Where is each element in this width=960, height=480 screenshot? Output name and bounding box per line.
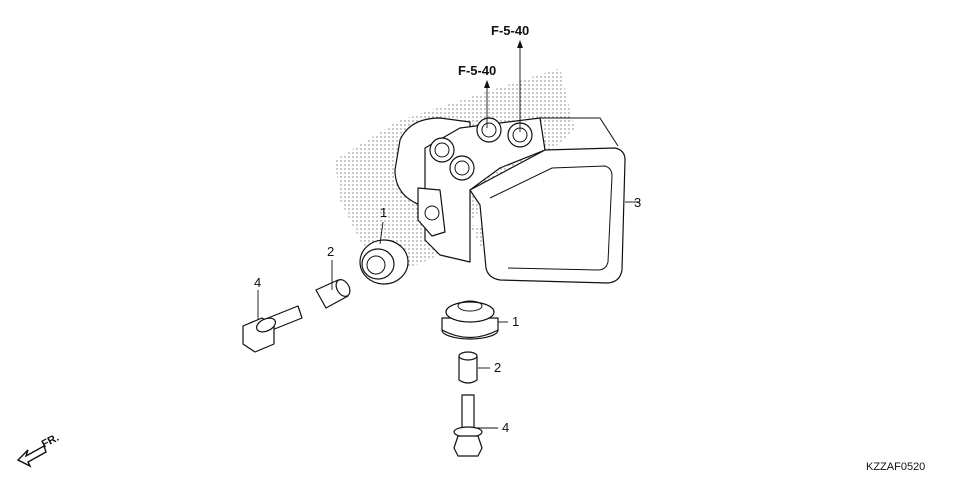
front-direction-marker: FR. — [16, 432, 61, 468]
ecu-housing — [469, 147, 626, 284]
collar-left — [315, 279, 351, 309]
grommet-upper — [359, 239, 409, 285]
callout-grommet-lower: 1 — [512, 314, 519, 329]
leader-lines — [257, 201, 640, 429]
front-marker-label: FR. — [40, 432, 61, 451]
callout-abs-unit: 3 — [634, 195, 641, 210]
abs-modulator-unit — [394, 117, 626, 284]
hydraulic-block — [424, 117, 546, 263]
grommet-lower — [441, 300, 499, 340]
diagram-code: KZZAF0520 — [866, 461, 925, 473]
brake-line-ports — [429, 117, 533, 181]
callout-bolt-lower: 4 — [502, 420, 509, 435]
callout-collar-lower: 2 — [494, 360, 501, 375]
callout-bolt-left: 4 — [254, 275, 261, 290]
bolt-left — [242, 305, 303, 353]
callout-grommet-upper: 1 — [380, 205, 387, 220]
reference-arrows — [484, 40, 523, 132]
mount-bracket — [417, 187, 446, 237]
bolt-lower — [453, 394, 483, 457]
ref-label-lower: F-5-40 — [458, 63, 496, 78]
ecu-lid-edge — [489, 165, 613, 271]
collar-lower — [458, 351, 478, 384]
ref-label-upper: F-5-40 — [491, 23, 529, 38]
callout-collar-left: 2 — [327, 244, 334, 259]
